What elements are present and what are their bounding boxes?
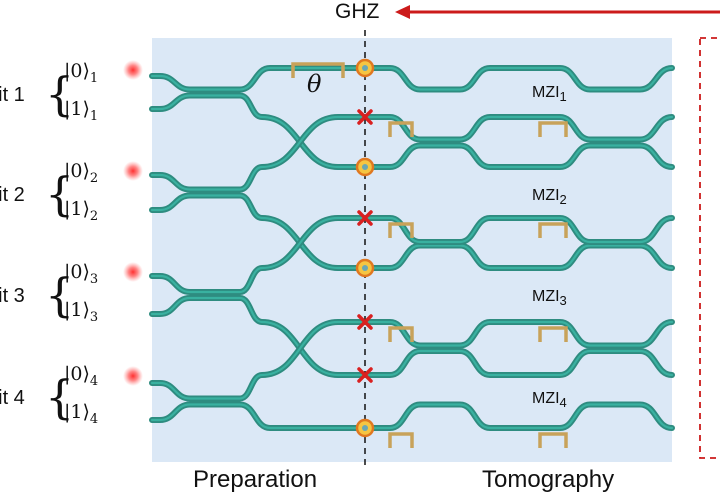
waveguide-core-7: [150, 320, 674, 400]
blocked-cross-7: [357, 367, 373, 383]
photon-source-4: [123, 366, 143, 386]
ket0-4: |0⟩4: [64, 363, 99, 389]
ket1-1: |1⟩1: [64, 98, 99, 124]
qubit-label-4: bit 4: [0, 387, 25, 409]
blocked-cross-4: [357, 210, 373, 226]
waveguide-core-6: [150, 296, 674, 377]
phase-shifter-left-2: [388, 222, 414, 238]
ket0-3: |0⟩3: [64, 261, 99, 287]
detector-core-8: [362, 425, 368, 431]
waveguide-core-5: [150, 216, 674, 294]
theta-phase-shifter: [291, 62, 345, 78]
phase-shifter-left-3: [388, 326, 414, 342]
detector-core-5: [362, 265, 368, 271]
ghz-arrow-head: [395, 5, 410, 19]
blocked-cross-2: [357, 109, 373, 125]
qubit-label-1: bit 1: [0, 84, 25, 106]
detector-core-1: [362, 65, 368, 71]
ket1-4: |1⟩4: [64, 401, 99, 427]
detector-core-3: [362, 164, 368, 170]
waveguide-core-8: [150, 403, 674, 430]
mzi-label-2: MZI2: [532, 187, 567, 208]
photon-source-3: [123, 262, 143, 282]
phase-shifter-right-2: [538, 222, 568, 238]
qubit-label-2: bit 2: [0, 184, 25, 206]
brace-1: {: [45, 67, 75, 121]
preparation-label: Preparation: [193, 466, 318, 493]
ket0-1: |0⟩1: [64, 60, 99, 86]
waveguide-core-1: [150, 66, 674, 91]
phase-shifter-right-4: [538, 432, 568, 448]
waveguide-core-2: [150, 94, 674, 169]
waveguide-core-3: [150, 115, 674, 191]
theta-label: θ: [307, 70, 322, 98]
phase-shifter-left-4: [388, 432, 414, 448]
mzi-label-1: MZI1: [532, 84, 567, 105]
blocked-cross-6: [357, 314, 373, 330]
mzi-label-3: MZI3: [532, 288, 567, 309]
qubit-label-3: bit 3: [0, 285, 25, 307]
brace-3: {: [45, 268, 75, 322]
phase-shifter-left-1: [388, 121, 414, 137]
ket0-2: |0⟩2: [64, 160, 99, 186]
tomography-label: Tomography: [482, 466, 615, 493]
phase-shifter-right-1: [538, 121, 568, 137]
photon-source-2: [123, 161, 143, 181]
brace-2: {: [45, 167, 75, 221]
waveguide-core-4: [150, 194, 674, 270]
dashed-bracket: [699, 37, 720, 459]
brace-4: {: [45, 370, 75, 424]
phase-shifter-right-3: [538, 326, 568, 342]
ket1-3: |1⟩3: [64, 299, 99, 325]
photon-source-1: [123, 60, 143, 80]
mzi-label-4: MZI4: [532, 390, 567, 411]
ghz-label: GHZ: [335, 0, 380, 23]
ket1-2: |1⟩2: [64, 198, 99, 224]
